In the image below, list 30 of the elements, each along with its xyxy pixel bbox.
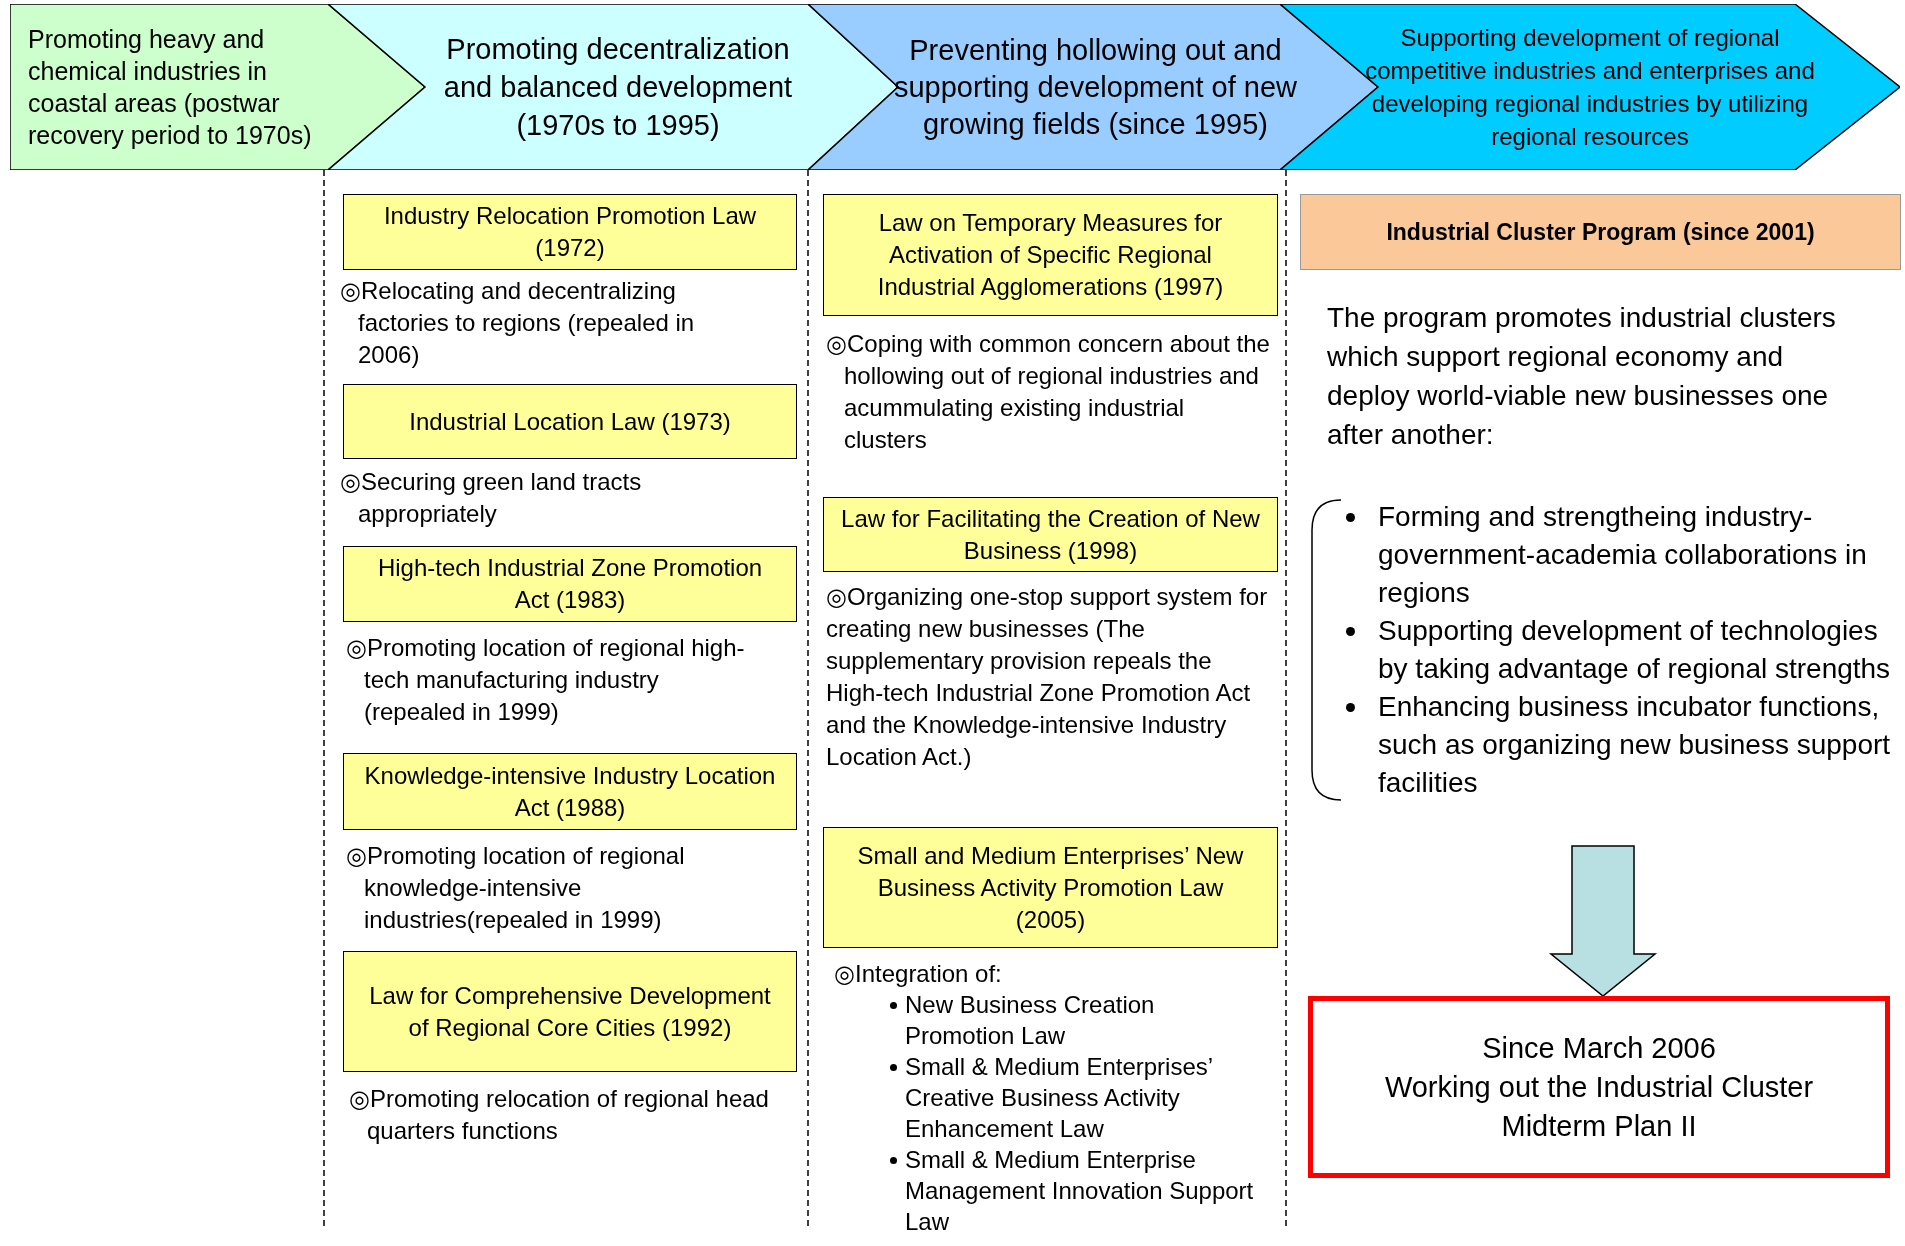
law-box: Law on Temporary Measures for Activation of Specific Regional Industrial Agglomerations (1997) bbox=[823, 194, 1278, 316]
description-text: ◎Securing green land tracts appropriately bbox=[340, 467, 643, 529]
law-box: Industry Relocation Promotion Law (1972) bbox=[343, 194, 797, 270]
description-text: ◎Promoting location of regional knowledge-intensive industries(repealed in 1999) bbox=[346, 841, 686, 935]
description-text: ◎Promoting location of regional high-tech manufacturing industry (repealed in 1999) bbox=[346, 633, 746, 727]
banner-text: Supporting development of regional competitive industries and enterprises and developing regional industries by utilizing regional resources bbox=[1364, 23, 1816, 152]
bullet-text: Enhancing business incubator functions, such as organizing new business support facilities bbox=[1342, 688, 1905, 802]
bullet-text: Small & Medium Enterprise Management Innovation Support Law bbox=[890, 1144, 1264, 1237]
program-box: Industrial Cluster Program (since 2001) bbox=[1300, 194, 1901, 270]
block-arrow bbox=[1548, 845, 1658, 997]
description-text: ◎Promoting relocation of regional head quarters functions bbox=[349, 1084, 769, 1146]
description-text: The program promotes industrial clusters which support regional economy and deploy world-viable new businesses one after another: bbox=[1327, 301, 1837, 452]
law-box: Law for Facilitating the Creation of New Business (1998) bbox=[823, 497, 1278, 572]
law-box: Law for Comprehensive Development of Regional Core Cities (1992) bbox=[343, 951, 797, 1072]
law-box: Industrial Location Law (1973) bbox=[343, 384, 797, 459]
law-box: Knowledge-intensive Industry Location Act (1988) bbox=[343, 753, 797, 830]
law-box: High-tech Industrial Zone Promotion Act (1983) bbox=[343, 546, 797, 622]
banner-text: Promoting heavy and chemical industries in coastal areas (postwar recovery period to 1970s) bbox=[28, 24, 313, 151]
description-text: ◎Coping with common concern about the hollowing out of regional industries and acummulating existing industrial clusters bbox=[826, 329, 1271, 455]
banner-text: Preventing hollowing out and supporting development of new growing fields (since 1995) bbox=[892, 32, 1298, 142]
bullet-text: Supporting development of technologies by taking advantage of regional strengths bbox=[1342, 612, 1905, 688]
bullet-text: New Business Creation Promotion Law bbox=[890, 989, 1264, 1051]
description-text: ◎Relocating and decentralizing factories to regions (repealed in 2006) bbox=[340, 276, 696, 370]
result-box: Since March 2006 Working out the Industrial Cluster Midterm Plan II bbox=[1308, 996, 1890, 1178]
description-text: ◎Organizing one-stop support system for creating new businesses (The supplementary provision repeals the High-tech Industrial Zone Promotion Act and the Knowledge-intensive Industry Location Act.) bbox=[826, 582, 1269, 772]
bullet-text: Small & Medium Enterprises’ Creative Business Activity Enhancement Law bbox=[890, 1051, 1264, 1144]
law-box: Small and Medium Enterprises’ New Business Activity Promotion Law (2005) bbox=[823, 827, 1278, 948]
bullet-text: Forming and strengtheing industry-government-academia collaborations in regions bbox=[1342, 498, 1905, 612]
banner-text: Promoting decentralization and balanced development (1970s to 1995) bbox=[442, 32, 794, 143]
description-text: ◎Integration of: bbox=[834, 959, 1003, 989]
